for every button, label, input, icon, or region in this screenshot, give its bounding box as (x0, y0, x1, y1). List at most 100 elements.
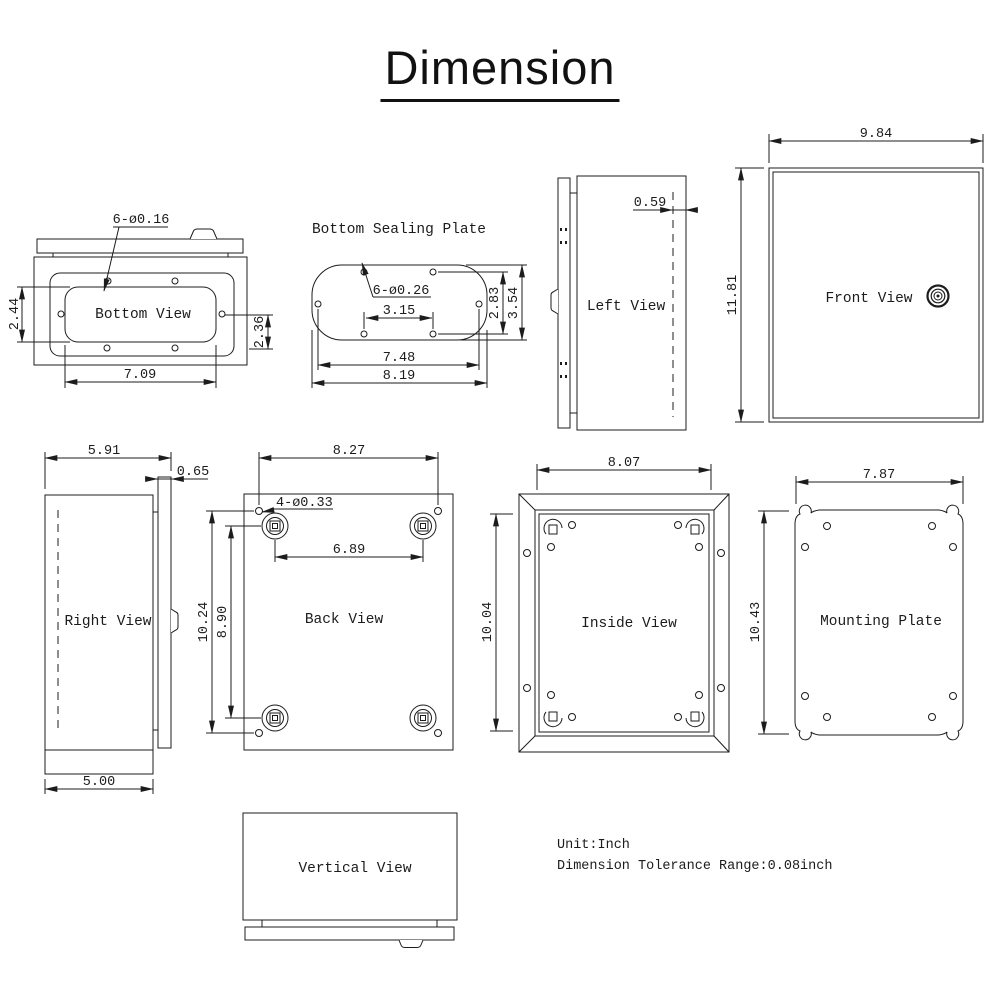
dim-height: 11.81 (726, 275, 741, 316)
corner-hole (435, 508, 442, 515)
bottom-view-panel (65, 287, 216, 342)
hole-callout: 6-ø0.26 (373, 284, 430, 299)
latch-bump (190, 229, 217, 239)
panel-hole (696, 692, 703, 699)
side-hole (524, 550, 531, 557)
dim-edge-offset: 0.59 (634, 196, 666, 211)
leader-line (104, 227, 119, 292)
bottom-view-top-flange (37, 239, 243, 253)
dim-body-depth: 5.00 (83, 775, 115, 790)
dim-total-depth: 5.91 (88, 444, 120, 459)
dim-boss-span-y: 8.90 (216, 606, 231, 638)
left-view: 0.59 Left View (551, 176, 698, 430)
latch-bump (399, 940, 423, 948)
view-label: Mounting Plate (820, 614, 942, 630)
dim-hole-span: 7.48 (383, 351, 415, 366)
front-view-door (769, 168, 983, 422)
screw-hole (172, 345, 178, 351)
mounting-boss (410, 705, 436, 731)
plate-hole (950, 544, 957, 551)
corner-notch (794, 504, 820, 525)
corner-hole (256, 730, 263, 737)
sealing-plate-outline (312, 265, 487, 340)
tolerance-note: Dimension Tolerance Range:0.08inch (557, 859, 832, 874)
view-label: Vertical View (298, 861, 411, 877)
vertical-view-base (245, 927, 454, 940)
screw-hole (58, 311, 64, 317)
unit-note: Unit:Inch (557, 838, 630, 853)
screw-hole (219, 311, 225, 317)
latch-bump (551, 289, 558, 314)
dim-height: 10.04 (481, 602, 496, 643)
screw-hole (172, 278, 178, 284)
leader-line (362, 262, 373, 297)
plate-hole (929, 714, 936, 721)
plate-hole (802, 693, 809, 700)
panel-hole (548, 692, 555, 699)
hole-callout: 4-ø0.33 (276, 496, 333, 511)
view-label: Inside View (581, 616, 677, 632)
view-label: Back View (305, 612, 384, 628)
left-view-flange (558, 178, 570, 428)
right-view: 5.91 0.65 5.00 Right View (44, 444, 209, 794)
dim-flange-depth: 0.65 (177, 465, 209, 480)
page-title: Dimension (380, 40, 620, 102)
notes: Unit:Inch Dimension Tolerance Range:0.08… (557, 838, 832, 874)
dim-width: 9.84 (860, 127, 892, 142)
panel-hole (569, 714, 576, 721)
mounting-boss (262, 513, 288, 539)
inside-view: 8.07 10.04 Inside View (481, 456, 729, 752)
hole-callout: 6-ø0.16 (113, 213, 170, 228)
left-view-body (577, 176, 686, 430)
dim-side-height: 2.36 (253, 316, 268, 348)
view-label: Left View (587, 299, 666, 315)
vertical-view: Vertical View (243, 813, 457, 948)
corner-notch (938, 720, 964, 741)
panel-hole (675, 522, 682, 529)
corner-notch (938, 504, 964, 525)
corner-hole (256, 508, 263, 515)
view-label: Right View (64, 614, 151, 630)
corner-hole (435, 730, 442, 737)
leader-line (261, 507, 275, 513)
dim-hole-span-y: 10.24 (197, 602, 212, 643)
plate-hole (824, 714, 831, 721)
screw-hole (361, 331, 367, 337)
dim-hole-pitch: 3.15 (383, 304, 415, 319)
dim-inner-width: 7.09 (124, 368, 156, 383)
lock-icon (928, 286, 949, 307)
dim-height: 3.54 (507, 287, 522, 319)
dim-row-span: 2.83 (488, 287, 503, 319)
dim-height: 10.43 (749, 602, 764, 643)
corner-notch (794, 720, 820, 741)
bottom-sealing-plate: Bottom Sealing Plate 6-ø0.26 3.15 7.48 8… (311, 222, 527, 388)
plate-hole (824, 523, 831, 530)
screw-hole (430, 269, 436, 275)
back-view: 4-ø0.33 8.27 6.89 10.24 8.90 Back View (197, 444, 453, 750)
latch-bump (171, 609, 178, 633)
right-view-body (45, 495, 153, 774)
vertical-view-body (243, 813, 457, 920)
bottom-view-body (34, 257, 247, 365)
mounting-plate: 7.87 10.43 Mounting Plate (749, 468, 964, 741)
plate-hole (950, 693, 957, 700)
side-hole (524, 685, 531, 692)
right-view-flange (158, 477, 171, 748)
dim-width: 8.07 (608, 456, 640, 471)
side-hole (718, 685, 725, 692)
bottom-view: 6-ø0.16 2.44 2.36 7.09 Bottom View (8, 213, 273, 388)
panel-hole (548, 544, 555, 551)
plate-hole (802, 544, 809, 551)
mounting-boss (262, 705, 288, 731)
screw-hole (430, 331, 436, 337)
dim-width: 8.19 (383, 369, 415, 384)
view-label: Bottom Sealing Plate (312, 222, 486, 238)
dim-inner-height: 2.44 (8, 298, 23, 330)
view-label: Bottom View (95, 307, 191, 323)
screw-hole (476, 301, 482, 307)
plate-hole (929, 523, 936, 530)
panel-hole (675, 714, 682, 721)
front-view: 9.84 11.81 Front View (726, 127, 984, 423)
